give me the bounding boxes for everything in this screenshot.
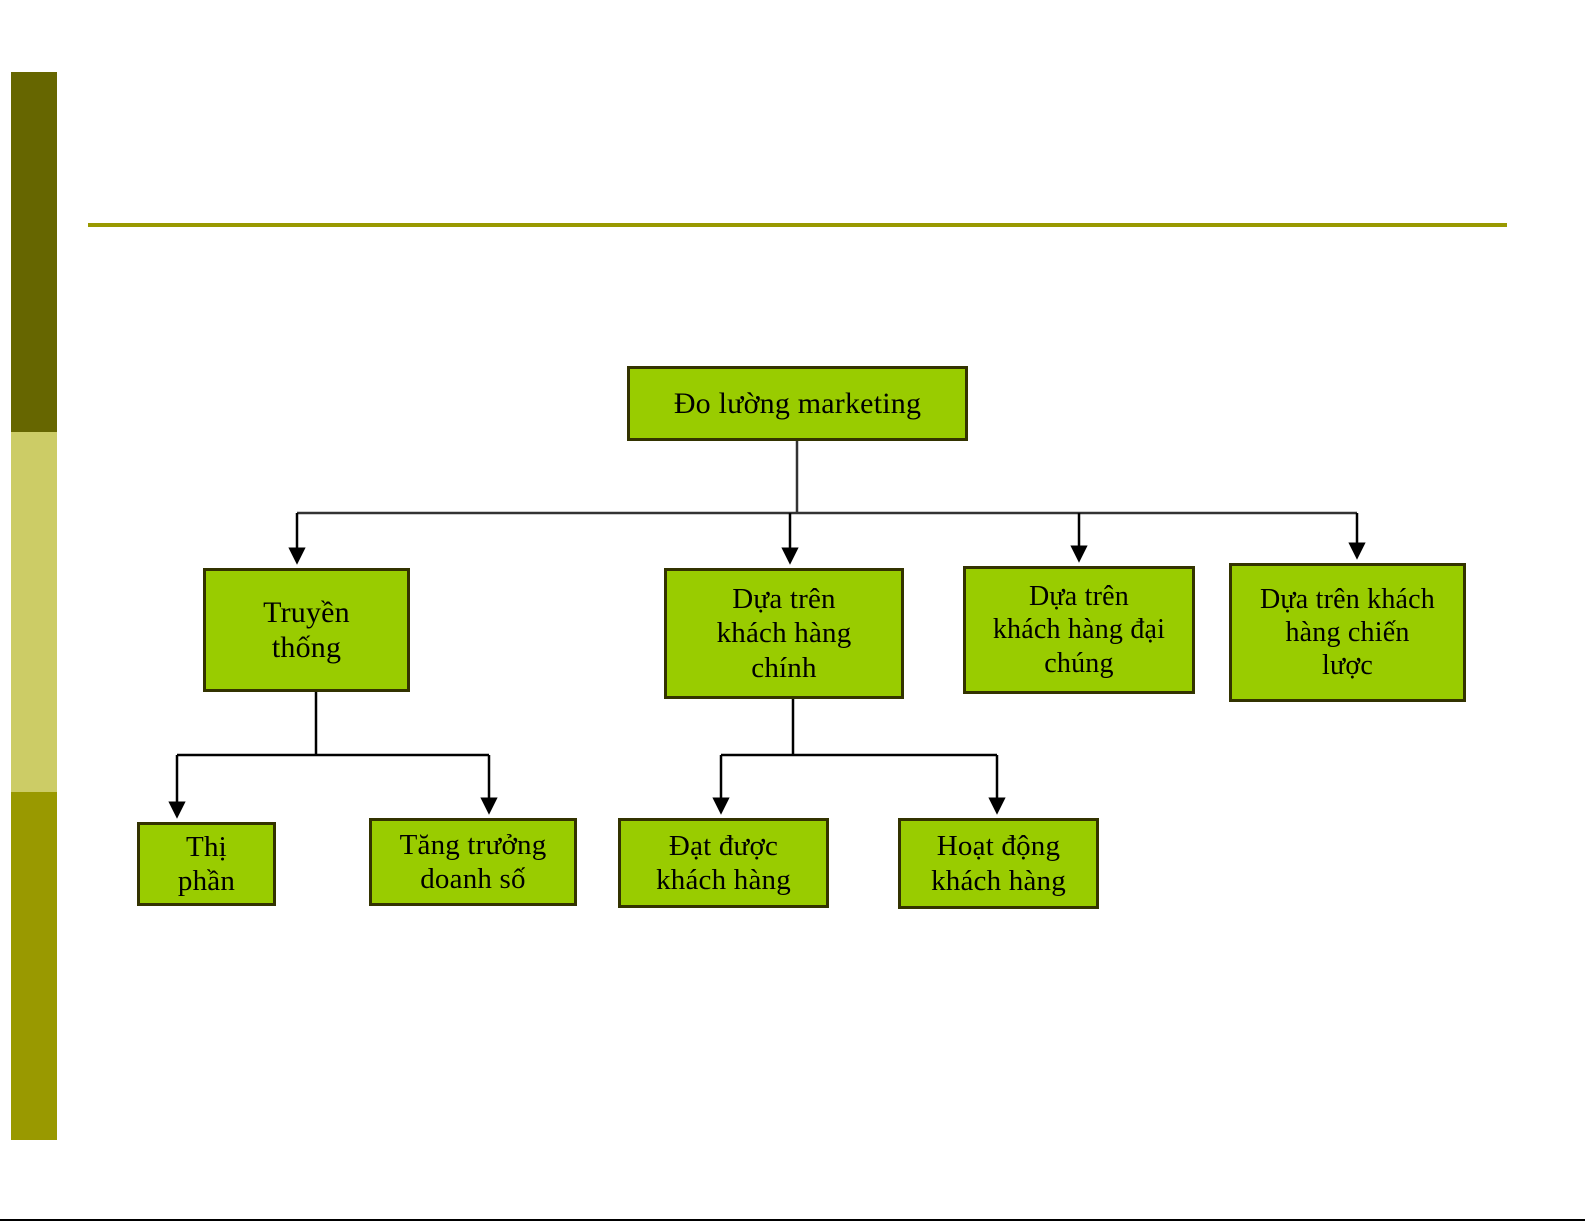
- node-dua-tren-khach-hang-chien-luoc[interactable]: Dựa trên khách hàng chiến lược: [1229, 563, 1466, 702]
- sidebar-color-bar: [11, 72, 57, 1140]
- header-divider: [88, 223, 1507, 227]
- node-dat-duoc-khach-hang[interactable]: Đạt được khách hàng: [618, 818, 829, 908]
- node-dua-tren-khach-hang-chinh[interactable]: Dựa trên khách hàng chính: [664, 568, 904, 699]
- sidebar-band-olive: [11, 792, 57, 1140]
- footer-divider: [0, 1219, 1585, 1221]
- node-tang-truong-doanh-so[interactable]: Tăng trưởng doanh số: [369, 818, 577, 906]
- node-hoat-dong-khach-hang[interactable]: Hoạt động khách hàng: [898, 818, 1099, 909]
- node-thi-phan[interactable]: Thị phần: [137, 822, 276, 906]
- sidebar-band-khaki: [11, 432, 57, 792]
- sidebar-band-dark-olive: [11, 72, 57, 432]
- node-truyen-thong[interactable]: Truyền thống: [203, 568, 410, 692]
- node-root[interactable]: Đo lường marketing: [627, 366, 968, 441]
- node-dua-tren-khach-hang-dai-chung[interactable]: Dựa trên khách hàng đại chúng: [963, 566, 1195, 694]
